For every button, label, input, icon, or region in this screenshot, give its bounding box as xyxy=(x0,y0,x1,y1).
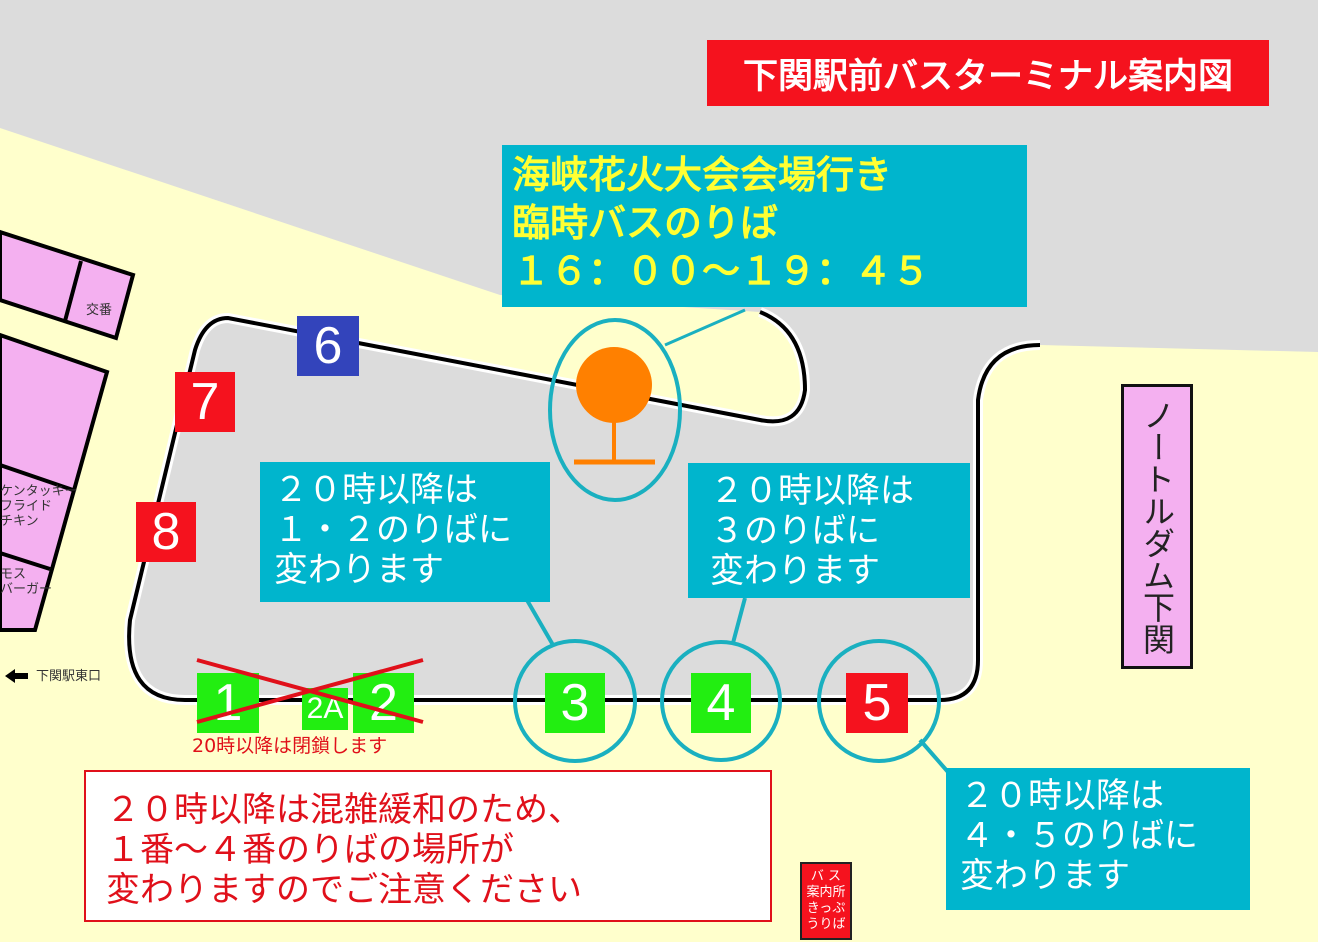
closed-note: 20時以降は閉鎖します xyxy=(192,735,388,757)
event-stop-ring xyxy=(548,318,682,502)
change-info-1-2: ２０時以降は １・２のりばに 変わります xyxy=(260,462,550,602)
bus-office: バ ス 案内所 きっぷ うりば xyxy=(800,862,852,940)
event-line2: 臨時バスのりば xyxy=(512,201,779,245)
kfc-label: ケンタッキー フライド チキン xyxy=(0,484,78,529)
bus-stop-sign-icon xyxy=(576,347,652,423)
change-info-4-5: ２０時以降は ４・５のりばに 変わります xyxy=(946,768,1250,910)
change-info-3: ２０時以降は ３のりばに 変わります xyxy=(688,463,970,598)
event-time: １６：００～１９：４５ xyxy=(512,249,931,293)
notre-dame-building: ノートルダム下関 xyxy=(1121,384,1193,669)
notice-box: ２０時以降は混雑緩和のため、 １番～４番のりばの場所が 変わりますのでご注意くだ… xyxy=(84,770,772,922)
buildings xyxy=(0,229,136,632)
stop-2a: 2A xyxy=(302,688,348,730)
stop-5: 5 xyxy=(846,673,908,733)
stop-1: 1 xyxy=(197,673,259,733)
stop-7: 7 xyxy=(175,372,235,432)
stop-3: 3 xyxy=(545,673,605,733)
mos-label: モス バーガー xyxy=(0,567,53,597)
event-line1: 海峡花火大会会場行き xyxy=(512,153,893,197)
stop-8: 8 xyxy=(136,502,196,562)
stop-4: 4 xyxy=(691,673,751,733)
east-exit-label: 下関駅東口 xyxy=(36,669,102,684)
koban-label: 交番 xyxy=(86,303,113,318)
page-title: 下関駅前バスターミナル案内図 xyxy=(707,40,1269,106)
stop-6: 6 xyxy=(297,316,359,376)
stop-2: 2 xyxy=(353,673,414,733)
event-bus-info: 海峡花火大会会場行き 臨時バスのりば １６：００～１９：４５ xyxy=(502,145,1027,307)
arrow-left-icon xyxy=(5,669,28,683)
